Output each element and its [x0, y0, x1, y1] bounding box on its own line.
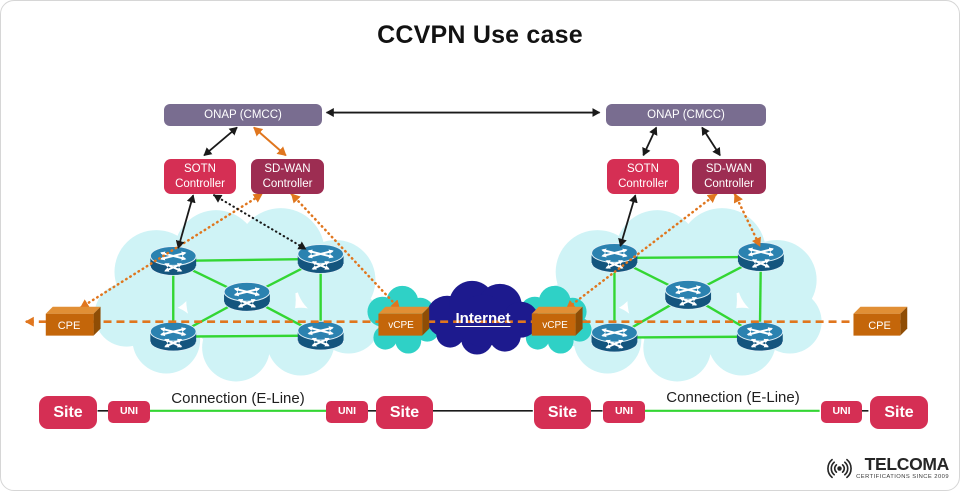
- site-2-node: Site: [376, 396, 433, 429]
- vcpe-right-label: vCPE: [542, 320, 568, 331]
- cpe-left-box: [45, 306, 101, 336]
- vcpe-left-label: vCPE: [388, 320, 414, 331]
- uni-2-node: UNI: [326, 401, 368, 423]
- uni-4-node: UNI: [821, 401, 862, 423]
- site-1-node: Site: [39, 396, 97, 429]
- connection-label-right: Connection (E-Line): [666, 389, 800, 406]
- sdwan-controller-left-node: SD-WAN Controller: [251, 159, 324, 194]
- black-control-links: [175, 108, 721, 251]
- sotn-controller-right-node: SOTN Controller: [607, 159, 679, 194]
- vcpe-left-box: [378, 306, 430, 336]
- site-4-node: Site: [870, 396, 928, 429]
- signal-icon: [827, 458, 853, 479]
- logo-tagline: CERTIFICATIONS SINCE 2009: [856, 473, 949, 480]
- onap-sdwan-left-link: [253, 126, 287, 157]
- onap-right-node: ONAP (CMCC): [606, 104, 766, 126]
- sdwan-control-links: [79, 192, 762, 310]
- uni-1-node: UNI: [108, 401, 150, 423]
- uni-3-node: UNI: [603, 401, 645, 423]
- sdwan-controller-right-node: SD-WAN Controller: [692, 159, 766, 194]
- internet-label: Internet: [455, 309, 511, 327]
- sotn-controller-left-node: SOTN Controller: [164, 159, 236, 194]
- site-3-node: Site: [534, 396, 591, 429]
- onap-left-node: ONAP (CMCC): [164, 104, 322, 126]
- cpe-right-box: [853, 306, 908, 336]
- page-title: CCVPN Use case: [377, 21, 583, 49]
- cpe-right-label: CPE: [868, 319, 891, 332]
- cpe-left-label: CPE: [57, 319, 81, 332]
- logo-brand: TELCOMA: [864, 454, 950, 475]
- cpe-3d-boxes: [45, 306, 908, 336]
- vcpe-right-box: [531, 306, 583, 336]
- telcoma-logo: TELCOMA CERTIFICATIONS SINCE 2009: [826, 455, 949, 482]
- internet-cloud: [426, 280, 539, 355]
- connection-label-left: Connection (E-Line): [171, 390, 305, 407]
